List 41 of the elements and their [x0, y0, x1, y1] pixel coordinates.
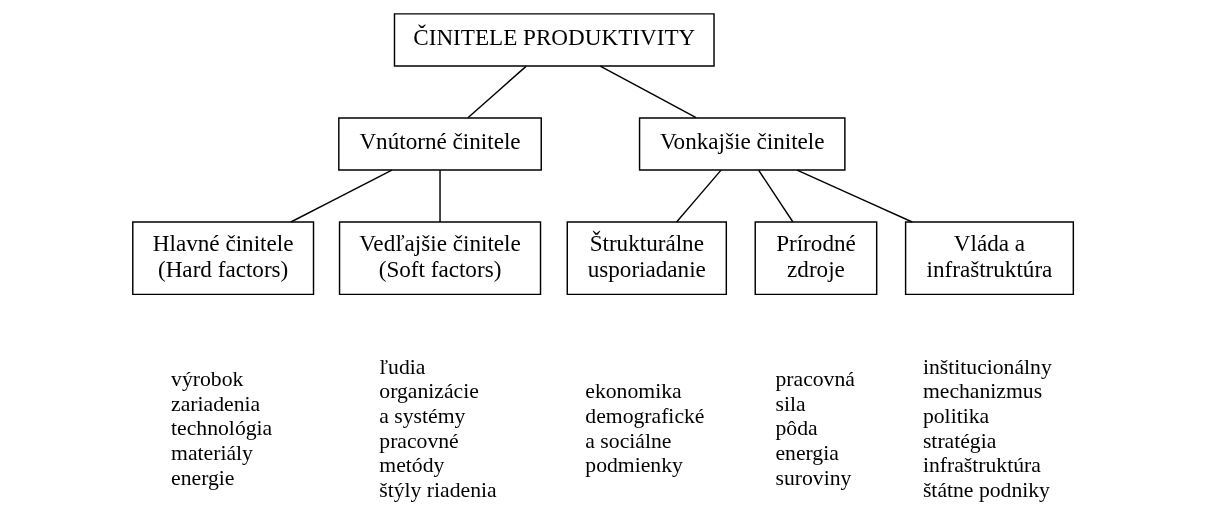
node-label: metódy — [378, 453, 444, 478]
node-label: suroviny — [774, 465, 851, 490]
node-box: Vnútorné činitele — [337, 117, 542, 171]
node-box: Hlavné činitele (Hard factors) — [131, 221, 314, 296]
node-label: organizácie — [378, 379, 479, 404]
node-label: technológia — [170, 416, 272, 441]
node-label: zariadenia — [170, 391, 260, 416]
node-label: pracovná — [774, 367, 855, 392]
node-label: štýly riadenia — [378, 477, 497, 502]
node-label: podmienky — [584, 453, 683, 478]
node-label: stratégia — [922, 428, 996, 453]
connector — [438, 169, 441, 223]
node-box: Vedľajšie činitele (Soft factors) — [338, 221, 541, 296]
node-label: sila — [774, 391, 806, 416]
node-label: demografické — [584, 404, 704, 429]
node-label: mechanizmus — [922, 379, 1042, 404]
node-label: energia — [774, 440, 839, 465]
node-label: pôda — [774, 416, 818, 441]
node-box: ČINITELE PRODUKTIVITY — [393, 13, 715, 67]
node-label: materiály — [170, 440, 253, 465]
node-box: Vláda a infraštruktúra — [904, 221, 1074, 296]
node-box: Vonkajšie činitele — [638, 117, 846, 171]
node-label: energie — [170, 465, 234, 490]
connector — [795, 169, 913, 223]
node-label: inštitucionálny — [922, 354, 1052, 379]
connector — [757, 169, 794, 223]
node-box: Prírodné zdroje — [754, 221, 877, 296]
connector — [599, 65, 697, 119]
node-label: ľudia — [378, 354, 425, 379]
node-label: pracovné — [378, 428, 459, 453]
node-label: a sociálne — [584, 428, 671, 453]
node-label: ekonomika — [584, 379, 682, 404]
connector — [289, 169, 393, 223]
node-label: politika — [922, 404, 989, 429]
node-label: štátne podniky — [922, 477, 1050, 502]
node-box: Štrukturálne usporiadanie — [566, 221, 727, 296]
node-label: výrobok — [170, 367, 243, 392]
connector — [675, 169, 722, 223]
node-label: infraštruktúra — [922, 453, 1041, 478]
node-label: a systémy — [378, 404, 465, 429]
connector — [466, 65, 527, 119]
